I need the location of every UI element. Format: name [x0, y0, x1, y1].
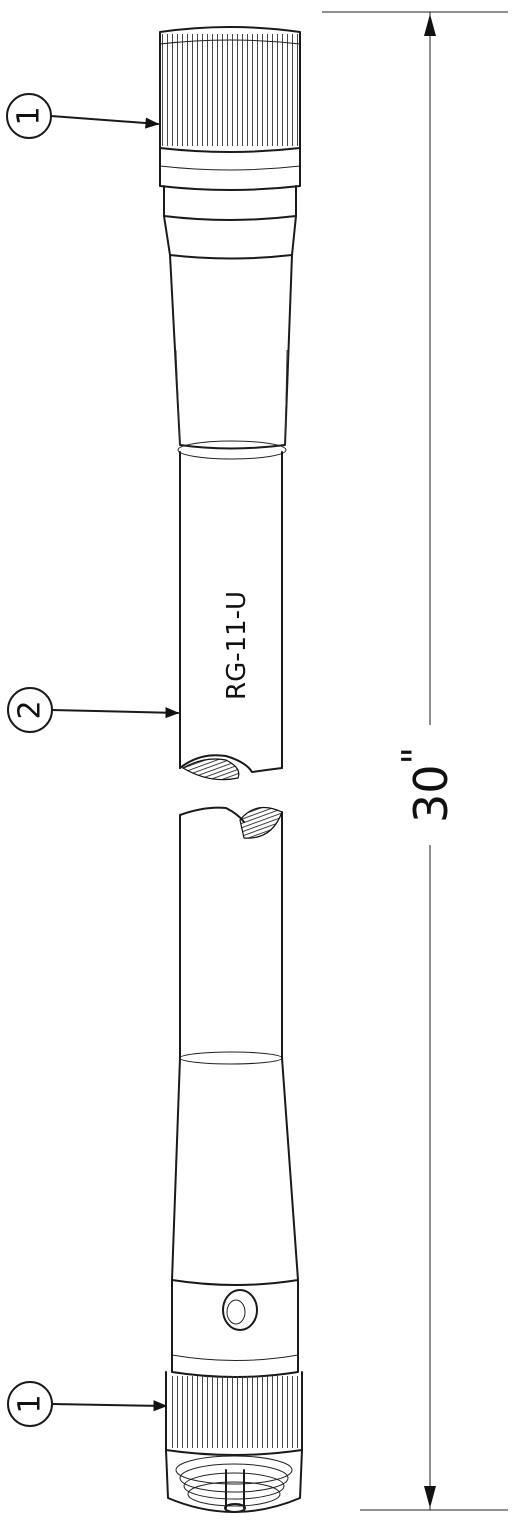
callout-number: 1	[13, 1394, 48, 1413]
callout-1-bottom: 1	[7, 1381, 168, 1427]
coax-cable-lower	[179, 806, 283, 1059]
cable-marking: RG-11-U	[222, 591, 252, 700]
callout-2-cable: 2	[7, 687, 180, 733]
length-dimension: 30"	[322, 11, 508, 1511]
coax-cable: RG-11-U	[179, 451, 283, 781]
callout-number: 2	[13, 700, 48, 719]
top-connector	[159, 26, 301, 460]
callout-number: 1	[12, 106, 47, 125]
dimension-value: 30"	[394, 747, 458, 823]
callout-1-top: 1	[6, 93, 160, 139]
bottom-connector	[165, 1051, 303, 1513]
